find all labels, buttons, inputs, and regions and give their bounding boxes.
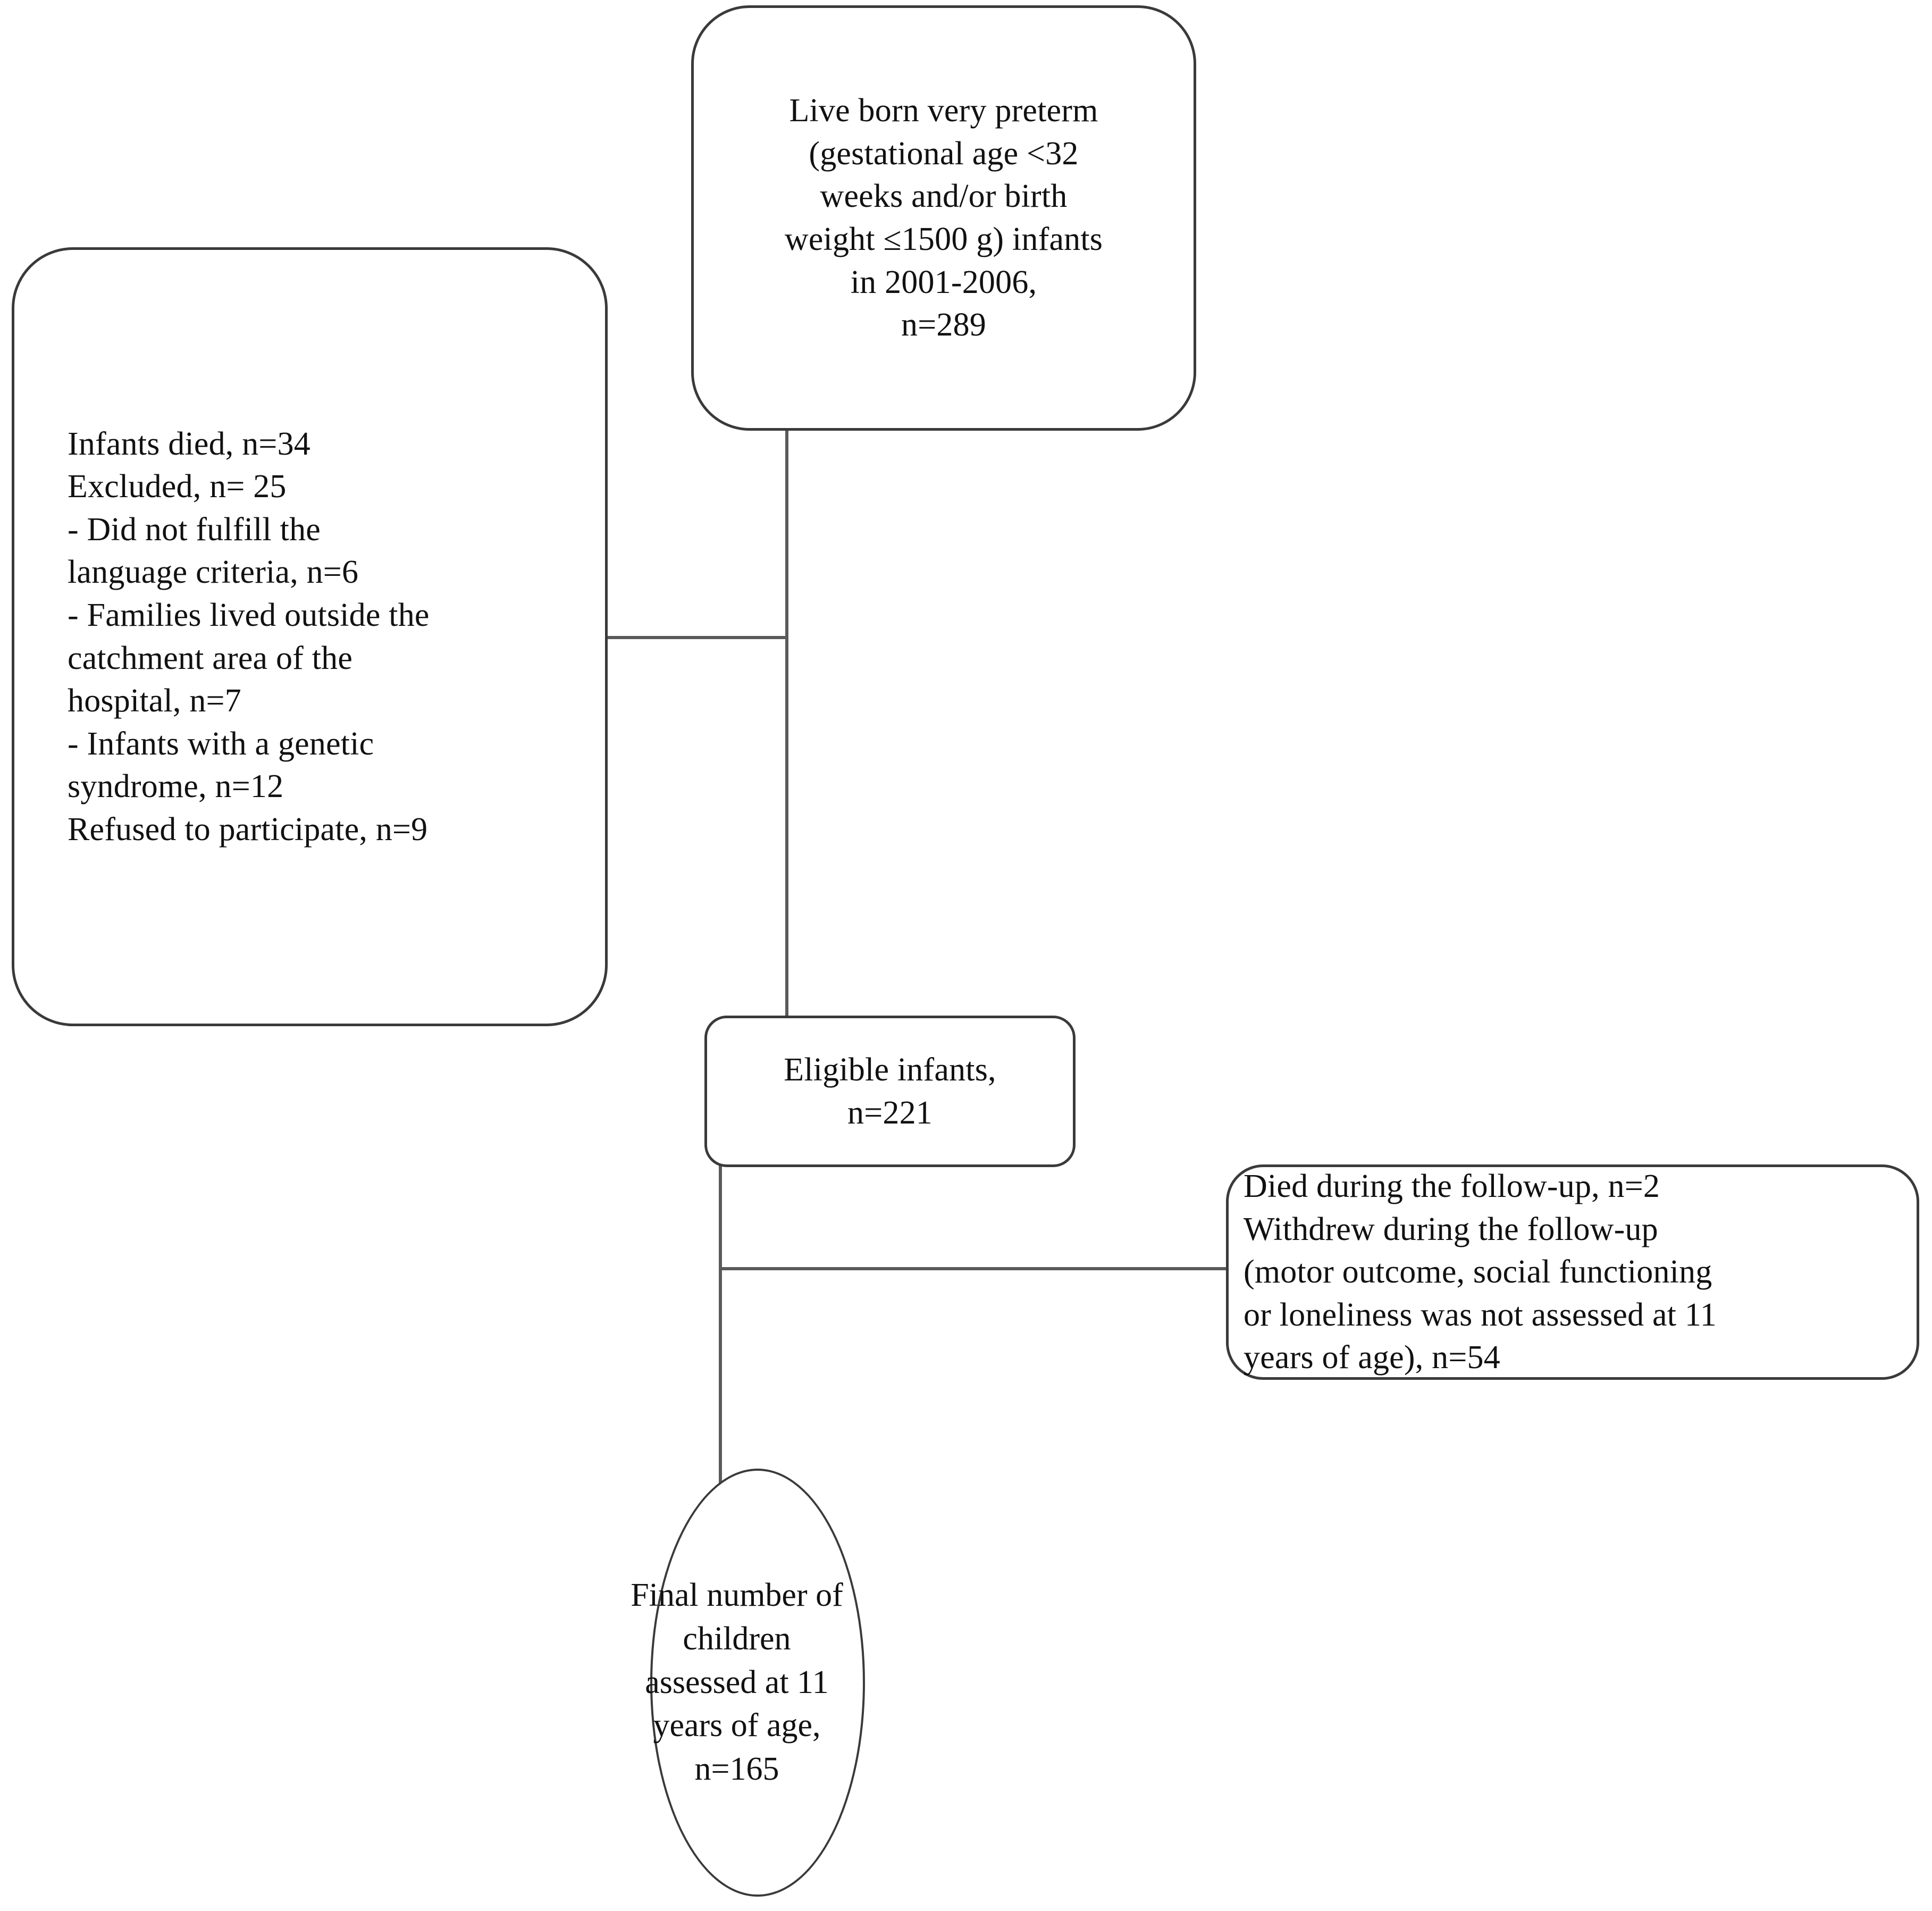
node-exclusions: Infants died, n=34 Excluded, n= 25 - Did… xyxy=(12,247,608,1026)
connector-eligible-to-attrition xyxy=(719,1267,1228,1270)
node-source-population-text: Live born very preterm (gestational age … xyxy=(784,93,1103,343)
node-final-sample-text: Final number of children assessed at 11 … xyxy=(631,1577,843,1788)
node-attrition-text: Died during the follow-up, n=2 Withdrew … xyxy=(1244,1168,1717,1376)
node-eligible-infants: Eligible infants, n=221 xyxy=(704,1016,1076,1167)
connector-source-to-junction xyxy=(785,429,788,640)
node-source-population: Live born very preterm (gestational age … xyxy=(691,5,1196,431)
connector-junction-to-eligible xyxy=(785,636,788,1018)
node-attrition: Died during the follow-up, n=2 Withdrew … xyxy=(1226,1164,1919,1380)
node-final-sample: Final number of children assessed at 11 … xyxy=(631,1469,865,1897)
node-eligible-infants-text: Eligible infants, n=221 xyxy=(784,1051,996,1131)
node-exclusions-text: Infants died, n=34 Excluded, n= 25 - Did… xyxy=(68,425,430,848)
connector-junction-to-exclusions xyxy=(606,636,788,639)
connector-eligible-to-final xyxy=(719,1165,722,1484)
